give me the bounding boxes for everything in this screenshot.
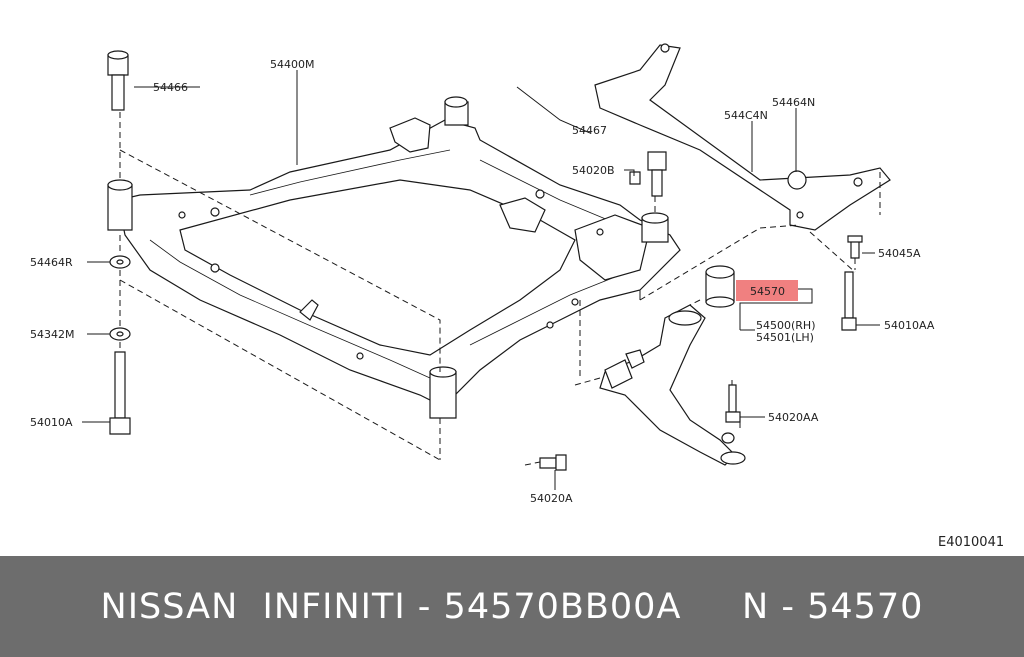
label-54466: 54466 xyxy=(153,81,188,94)
stabilizer-bar xyxy=(594,43,891,231)
label-54570: 54570 xyxy=(750,285,785,298)
diagram-drawing: 54400M 54466 54467 54464N 544C4N 54020B … xyxy=(30,43,1004,550)
parts-diagram: 54400M 54466 54467 54464N 544C4N 54020B … xyxy=(30,43,1005,550)
bushing-54570 xyxy=(705,265,735,308)
label-54010AA: 54010AA xyxy=(884,319,935,332)
label-54020A: 54020A xyxy=(530,492,573,505)
bolt-54010AA xyxy=(841,271,857,331)
label-544C4N: 544C4N xyxy=(724,109,768,122)
label-54464N: 54464N xyxy=(772,96,815,109)
bolt-54045A xyxy=(847,235,863,259)
bolt-54020A xyxy=(539,454,567,471)
bolt-54010A xyxy=(109,255,131,435)
diagram-reference-code: E4010041 xyxy=(938,535,1004,550)
footer-title: NISSAN INFINITI - 54570BB00A N - 54570 xyxy=(100,586,924,627)
bolt-54020B xyxy=(629,151,667,197)
label-54045A: 54045A xyxy=(878,247,921,260)
label-54342M: 54342M xyxy=(30,328,74,341)
label-54467: 54467 xyxy=(572,124,607,137)
highlight-54570 xyxy=(736,280,798,301)
subframe-mount-front-left xyxy=(107,179,133,231)
footer-bar: NISSAN INFINITI - 54570BB00A N - 54570 xyxy=(0,556,1024,657)
label-54464R: 54464R xyxy=(30,256,73,269)
bolt-54466 xyxy=(107,50,129,111)
subframe-mount-rear-right xyxy=(641,212,669,243)
bolt-54020AA xyxy=(725,384,741,423)
front-subframe xyxy=(117,117,681,406)
subframe-mount-rear-center xyxy=(429,366,457,419)
label-54400M: 54400M xyxy=(270,58,314,71)
label-54500: 54500(RH) xyxy=(756,319,816,332)
label-54020B: 54020B xyxy=(572,164,615,177)
part-labels: 54400M 54466 54467 54464N 544C4N 54020B … xyxy=(30,58,1004,550)
label-54010A: 54010A xyxy=(30,416,73,429)
guide-lines xyxy=(119,112,881,466)
label-54020AA: 54020AA xyxy=(768,411,819,424)
subframe-mount-top-center xyxy=(444,96,469,126)
lower-control-arm xyxy=(599,304,746,466)
label-54501: 54501(LH) xyxy=(756,331,814,344)
